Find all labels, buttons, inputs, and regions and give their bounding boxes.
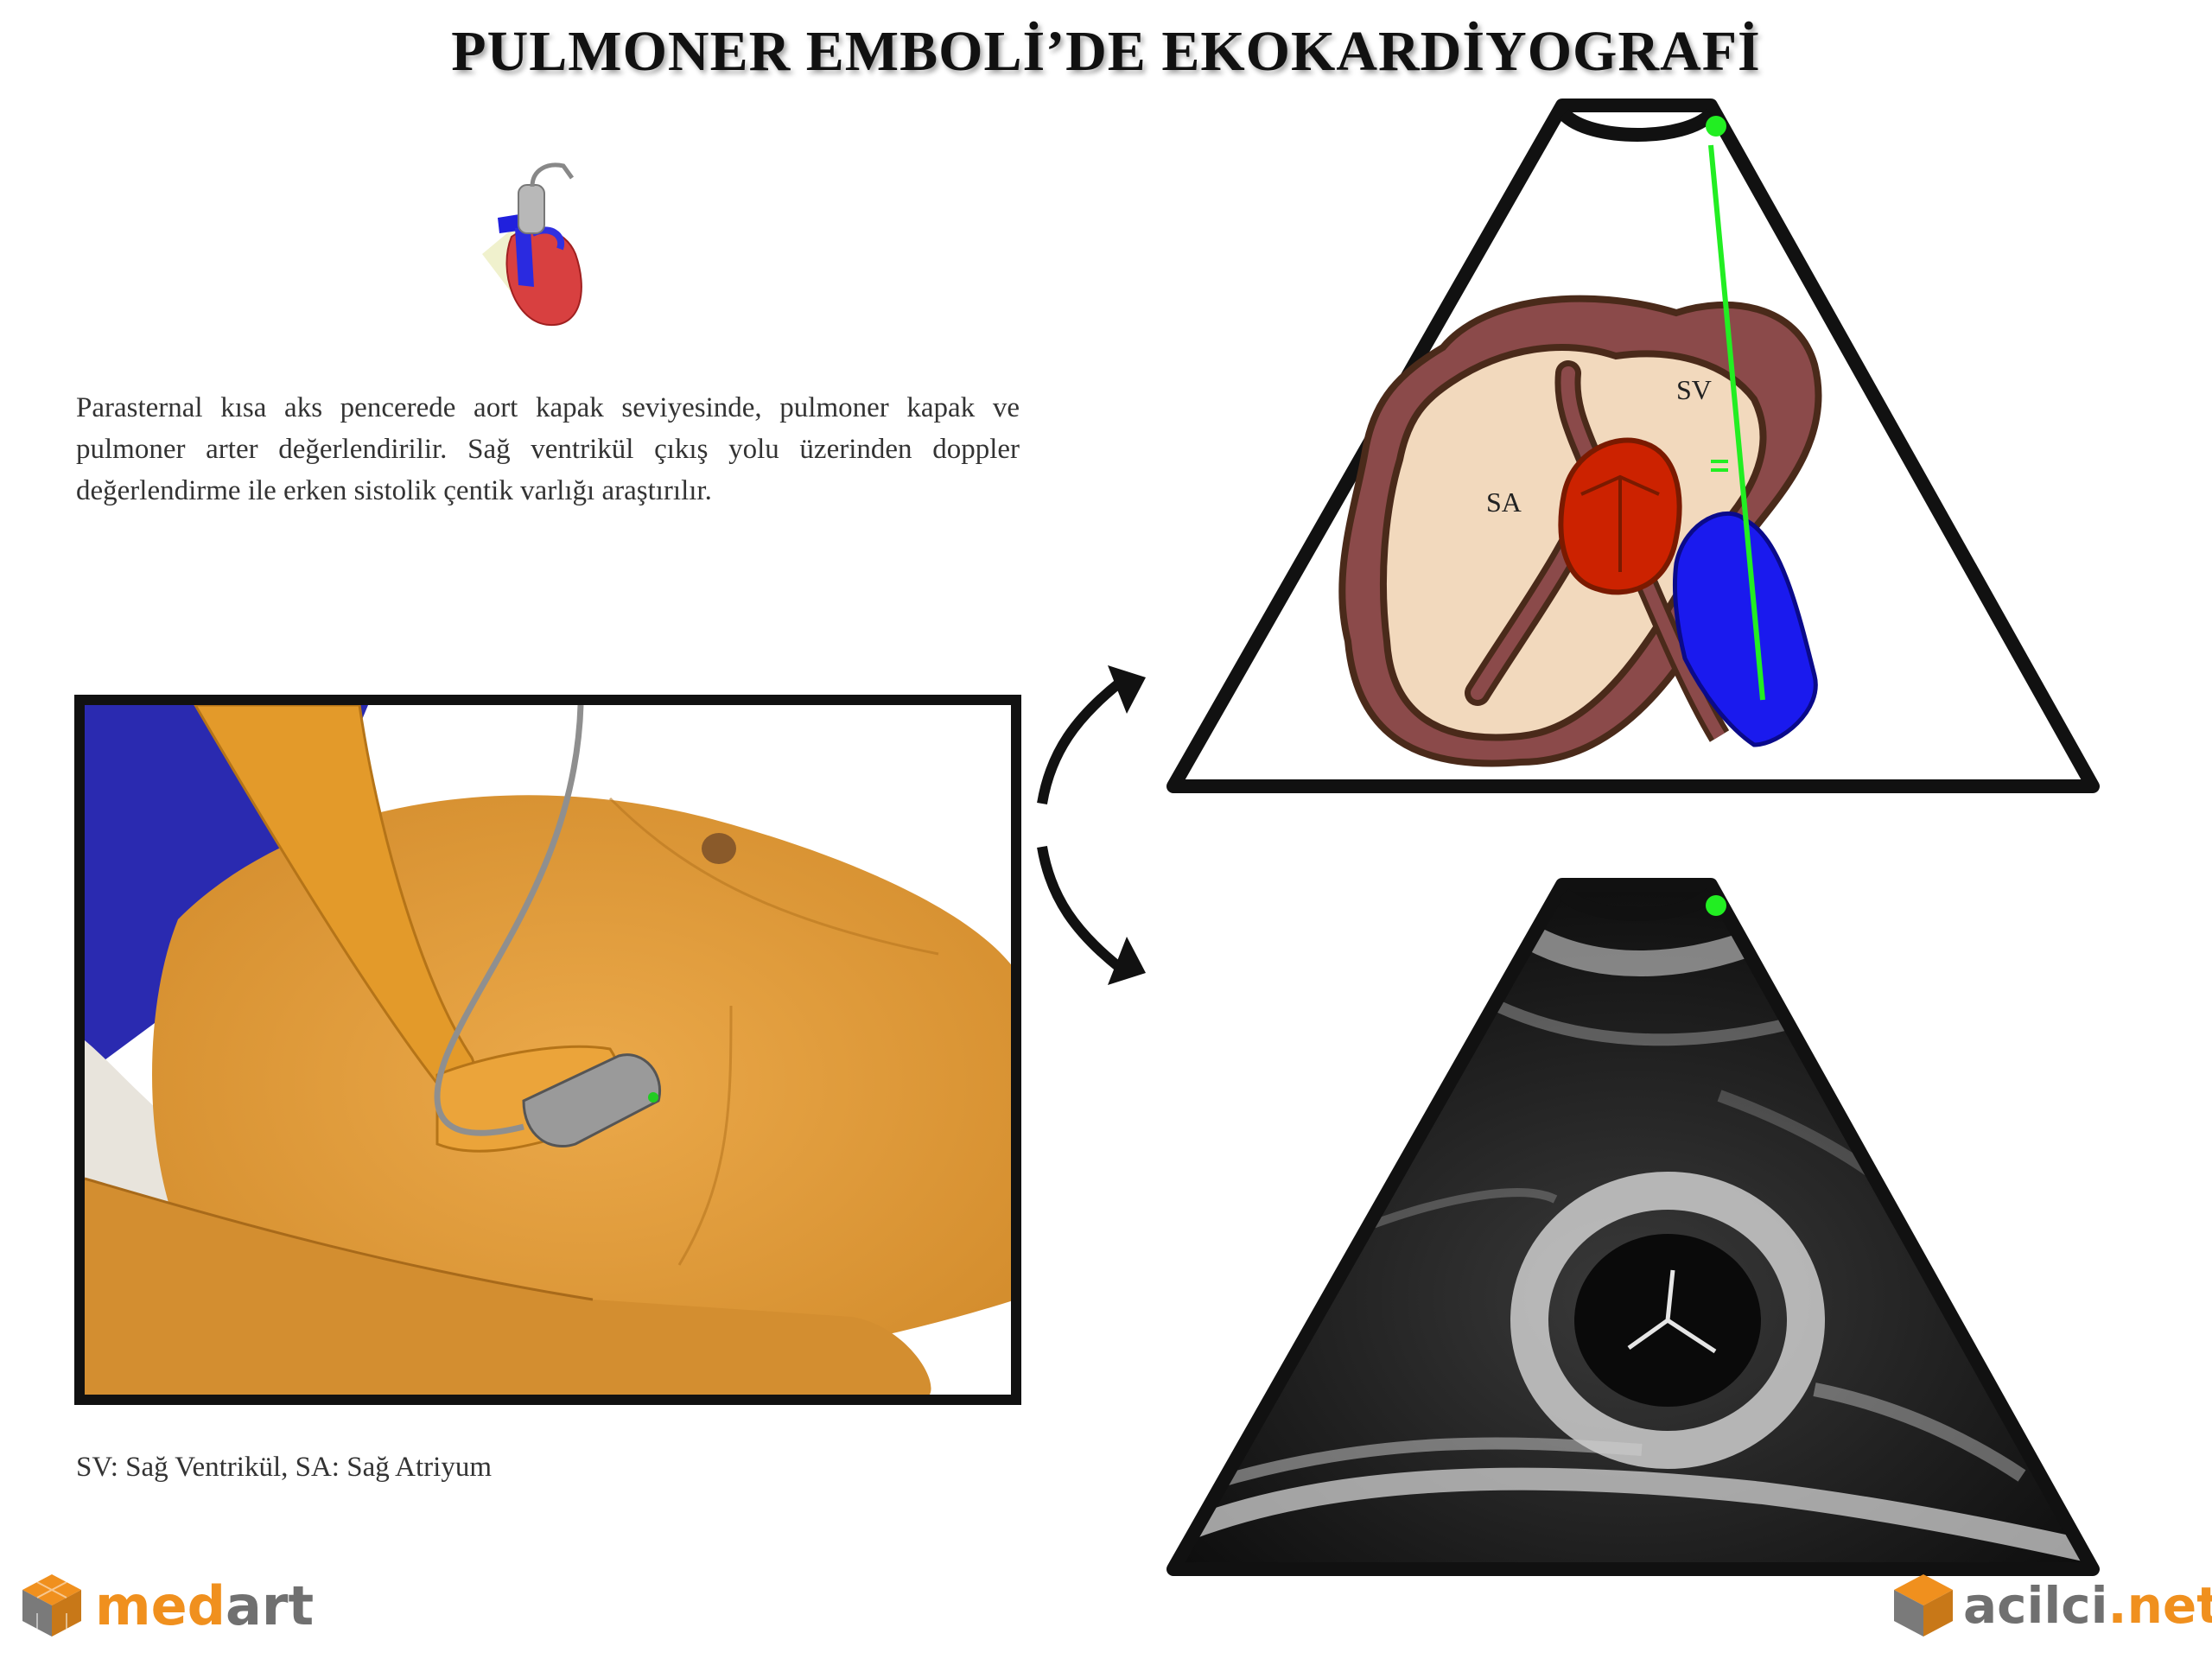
acilci-cube-icon bbox=[1894, 1574, 1953, 1637]
orientation-marker bbox=[1706, 116, 1726, 137]
medart-part2: art bbox=[226, 1573, 315, 1637]
acilci-part2: .net bbox=[2107, 1576, 2212, 1635]
nipple-shape bbox=[702, 833, 736, 864]
description-text: Parasternal kısa aks pencerede aort kapa… bbox=[76, 392, 1020, 506]
heart-probe-icon bbox=[482, 162, 582, 327]
orientation-marker bbox=[1706, 895, 1726, 916]
arrow-down-curve bbox=[1037, 846, 1123, 972]
echo-schematic-panel: SV SA bbox=[1158, 88, 2108, 800]
arrow-up-head bbox=[1108, 665, 1146, 714]
acilci-part1: acilci bbox=[1963, 1576, 2108, 1635]
valve-leaflets-shape bbox=[1627, 1269, 1717, 1354]
patient-scan-illustration bbox=[74, 695, 1021, 1405]
arrow-up-curve bbox=[1037, 678, 1123, 804]
medart-cube-icon bbox=[22, 1574, 81, 1637]
label-sa: SA bbox=[1486, 486, 1522, 518]
ultrasound-probe-shape bbox=[522, 1053, 661, 1148]
medart-logo: medart bbox=[17, 1571, 314, 1640]
pulmonary-artery-shape bbox=[1672, 511, 1818, 747]
arrow-down-head bbox=[1108, 937, 1146, 985]
acilci-logo: acilci.net bbox=[1889, 1571, 2212, 1640]
aortic-ring-shape bbox=[1510, 1172, 1825, 1469]
label-sv: SV bbox=[1676, 374, 1712, 405]
echo-image-panel bbox=[1158, 871, 2108, 1583]
legend-text: SV: Sağ Ventrikül, SA: Sağ Atriyum bbox=[76, 1452, 492, 1483]
arrows-group bbox=[1037, 665, 1146, 985]
ultrasound-sector-outline bbox=[1166, 878, 2100, 1576]
medart-part1: med bbox=[95, 1573, 226, 1637]
page-title: PULMONER EMBOLİ’DE EKOKARDİYOGRAFİ bbox=[451, 20, 1761, 83]
doppler-line bbox=[1708, 144, 1765, 701]
